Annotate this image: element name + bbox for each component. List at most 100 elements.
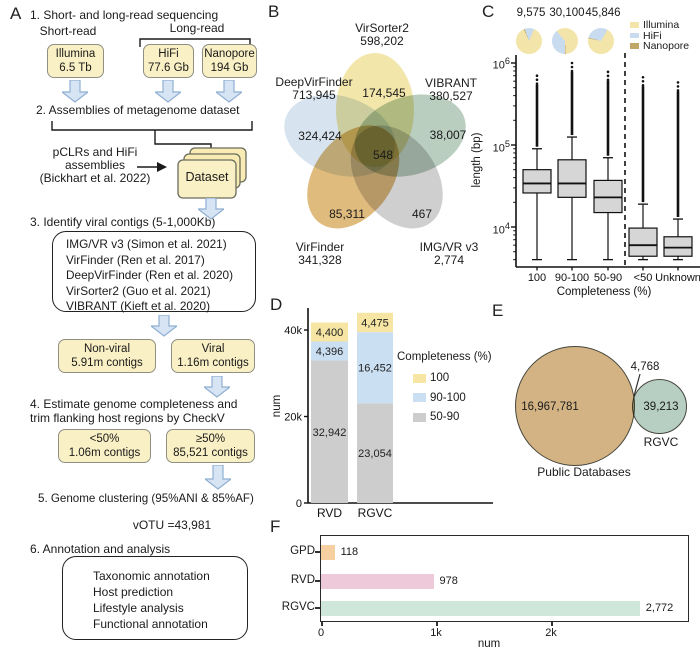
bar-segment-100: [357, 312, 393, 333]
venn-unique-value: 38,007: [429, 128, 467, 142]
venn-set-name: VirSorter2: [355, 21, 409, 35]
viral-box: Viral 1.16m contigs: [171, 339, 255, 373]
outlier-dot: [606, 78, 610, 82]
boxplot-xlabel: Completeness (%): [557, 286, 652, 298]
x-category-label: 100: [528, 272, 546, 284]
down-arrow-icon: [151, 315, 177, 337]
bar-segment-value: 16,452: [358, 363, 392, 375]
public-databases-value: 16,967,781: [521, 401, 579, 413]
hbar-x-tick-label: 0: [317, 627, 325, 639]
hifi-box: HiFi 77.6 Gb: [143, 44, 194, 78]
pie-value-label: 9,575: [516, 7, 546, 19]
bar-segment-50-90: [311, 360, 348, 503]
dataset-label: Dataset: [185, 170, 229, 184]
legend-item-label: Nanopore: [643, 40, 690, 52]
box: [522, 169, 552, 194]
step5-text: 5. Genome clustering (95%ANI & 85%AF): [38, 492, 254, 505]
down-arrow-icon: [155, 80, 181, 103]
viral-tools-box: IMG/VR v3 (Simon et al. 2021)VirFinder (…: [52, 231, 256, 314]
box: [663, 236, 693, 257]
legend-item: 50-90: [413, 411, 459, 423]
bar-segment-100: [311, 322, 348, 342]
nanopore-name: Nanopore: [204, 47, 255, 60]
ytick-1e6: 106: [492, 56, 510, 72]
hbar-x-tick: [551, 622, 553, 626]
outlier-dot: [570, 65, 574, 69]
ge50-box: ≥50% 85,521 contigs: [166, 429, 255, 463]
hifi-name: HiFi: [158, 47, 179, 60]
x-category-label: 50-90: [594, 272, 622, 284]
bar-category-label: RVD: [317, 506, 342, 520]
legend-swatch-icon: [630, 32, 639, 39]
down-arrow-icon: [198, 198, 224, 220]
venn-set-total: 341,328: [298, 252, 342, 267]
pie-value-label: 45,846: [585, 7, 621, 19]
hifi-amount: 77.6 Gb: [148, 62, 189, 74]
x-category-label: 90-100: [555, 272, 589, 284]
bar-segment-value: 4,475: [361, 317, 389, 329]
venn-unique-value: 174,545: [362, 86, 406, 100]
assembly-bracket: [51, 121, 253, 131]
step2-text: 2. Assemblies of metagenome dataset: [36, 103, 240, 117]
pie-value-label: 30,100: [549, 7, 585, 19]
public-databases-label: Public Databases: [537, 465, 631, 479]
bar-segment-value: 23,054: [358, 448, 392, 460]
dataset-connector: [154, 130, 212, 150]
overlap-pointer-line: [633, 373, 641, 397]
public-databases-circle: [515, 346, 635, 466]
pie-chart: [588, 28, 614, 54]
lt50-line1: <50%: [89, 432, 120, 445]
box: [557, 159, 587, 198]
down-arrow-icon: [216, 80, 242, 103]
outlier-dot: [641, 75, 645, 79]
down-arrow-shape: [198, 198, 224, 220]
hbar: [321, 601, 640, 616]
down-arrow-shape: [151, 315, 177, 337]
down-arrow-shape: [204, 376, 230, 398]
venn-center-value: 548: [372, 148, 394, 162]
long-read-label: Long-read: [169, 21, 225, 35]
bar-segment-90-100: [311, 341, 348, 361]
legend-item-label: 50-90: [430, 411, 460, 423]
outlier-dot: [535, 74, 539, 78]
panel-b-letter: B: [268, 2, 280, 21]
outlier-dot: [676, 89, 680, 92]
analysis-item: Lifestyle analysis: [93, 601, 184, 615]
outlier-dot: [606, 74, 610, 78]
pclr-line2: assemblies: [64, 158, 126, 172]
bar-segment-value: 32,942: [313, 427, 347, 439]
lt50-box: <50% 1.06m contigs: [58, 429, 151, 463]
nanopore-amount: 194 Gb: [210, 62, 249, 74]
long-read-bracket: [139, 38, 251, 47]
tool-item: VIBRANT (Kieft et al. 2020): [66, 299, 211, 314]
hbar-category-tick: [315, 607, 320, 609]
rgvc-label: RGVC: [643, 435, 679, 449]
illumina-name: Illumina: [55, 47, 96, 60]
y-tick-label: 40k: [284, 325, 302, 337]
venn5-diagram: [284, 53, 466, 229]
outlier-dot: [606, 70, 610, 74]
panel-f-letter: F: [270, 517, 281, 536]
legend-swatch-icon: [630, 22, 639, 28]
hbar-x-tick: [321, 622, 323, 626]
hbar-xlabel: num: [477, 638, 501, 650]
dataset-stack-icon: [177, 147, 247, 199]
panel-a-letter: A: [10, 4, 22, 23]
step6-text: 6. Annotation and analysis: [30, 542, 171, 556]
step1-text: 1. Short- and long-read sequencing: [30, 8, 219, 22]
x-category-label: <50: [634, 272, 653, 284]
panel-e-letter: E: [492, 301, 504, 320]
legend-item-label: 90-100: [430, 391, 466, 404]
outlier-dot: [570, 61, 574, 65]
legend-item: HiFi: [630, 30, 662, 42]
down-arrow-icon: [204, 376, 230, 398]
step4-line2: trim flanking host regions by CheckV: [30, 411, 225, 425]
